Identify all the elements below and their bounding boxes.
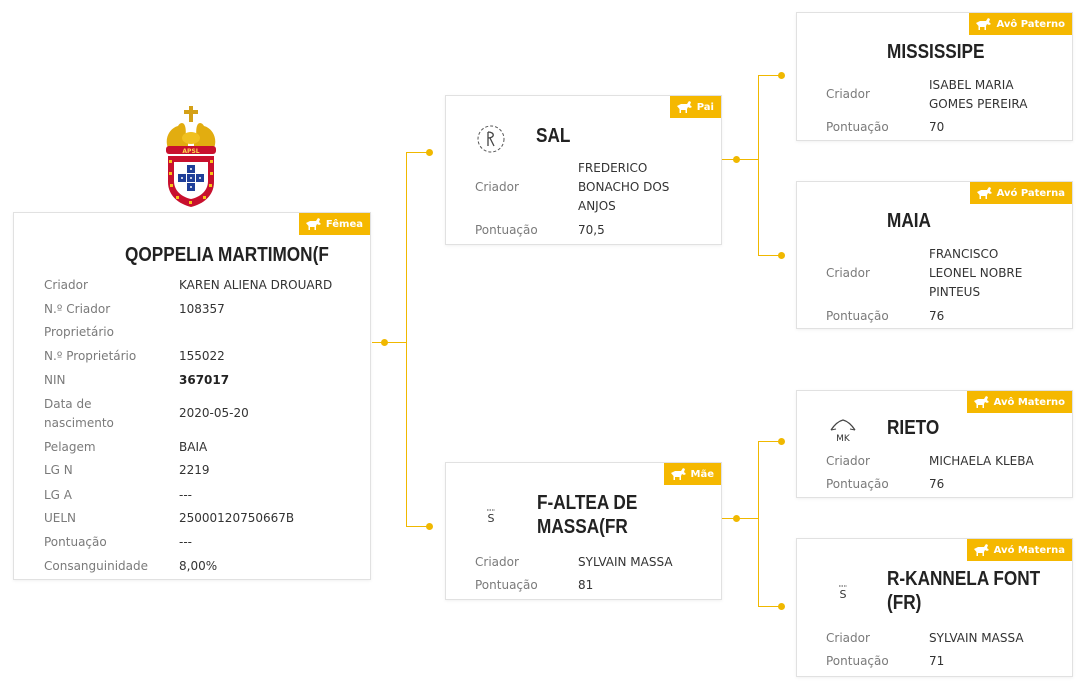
pontuacao-label: Pontuação (826, 477, 889, 491)
horse-icon (973, 396, 989, 408)
badge-label: Avô Paterno (996, 18, 1065, 30)
horse-name: F-ALTEA DE MASSA(FR (537, 492, 638, 538)
apsl-logo: APSL (160, 104, 222, 210)
info-value: --- (179, 535, 192, 549)
svg-text:MK: MK (836, 434, 851, 443)
horse-icon (670, 468, 686, 480)
info-value: 25000120750667B (179, 511, 295, 525)
info-value: BAIA (179, 440, 208, 454)
info-label: LG A (44, 488, 73, 502)
badge-label: Avô Materno (993, 396, 1065, 408)
horse-icon (976, 18, 992, 30)
info-value: KAREN ALIENA DROUARD (179, 278, 333, 292)
info-value: --- (179, 488, 192, 502)
svg-text:S: S (840, 588, 847, 601)
info-label: Consanguinidade (44, 559, 149, 573)
pontuacao-value: 76 (929, 309, 945, 323)
criador-value: FRANCISCO LEONEL NOBRE PINTEUS (929, 247, 1023, 299)
criador-value: MICHAELA KLEBA (929, 454, 1034, 468)
criador-label: Criador (475, 555, 519, 569)
pontuacao-label: Pontuação (826, 120, 889, 134)
criador-label: Criador (475, 180, 519, 194)
info-label: N.º Proprietário (44, 349, 137, 363)
info-label: Pontuação (44, 535, 107, 549)
badge-label: Avó Materna (993, 544, 1065, 556)
pontuacao-value: 71 (929, 654, 945, 668)
badge-femea: Fêmea (298, 213, 370, 235)
info-label: Pelagem (44, 440, 96, 454)
badge-label: Mãe (690, 468, 714, 480)
brand-mark-icon: MK (830, 419, 856, 443)
info-value: 8,00% (179, 559, 218, 573)
svg-text:S: S (488, 512, 495, 525)
info-value: 2219 (179, 463, 210, 477)
horse-name: SAL (536, 125, 571, 147)
pontuacao-label: Pontuação (475, 578, 538, 592)
info-label: Data de nascimento (44, 397, 114, 430)
pontuacao-value: 81 (578, 578, 594, 592)
father-card[interactable]: Pai SAL Criador FREDERICO BONACHO DOS AN… (445, 95, 722, 245)
horse-icon (676, 101, 692, 113)
badge-label: Fêmea (325, 218, 363, 230)
badge-avo-materno: Avô Materno (966, 391, 1072, 413)
info-value: 108357 (179, 302, 225, 316)
badge-avo-materna: Avó Materna (966, 539, 1072, 561)
paternal-grandfather-card[interactable]: Avô Paterno MISSISSIPE Criador ISABEL MA… (796, 12, 1073, 141)
criador-value: SYLVAIN MASSA (929, 631, 1024, 645)
pontuacao-value: 70 (929, 120, 945, 134)
horse-name: MISSISSIPE (887, 41, 985, 63)
mother-card[interactable]: Mãe S F-ALTEA DE MASSA(FR Criador SYLVAI… (445, 462, 722, 600)
horse-name: MAIA (887, 210, 931, 232)
info-label: Proprietário (44, 325, 114, 339)
criador-label: Criador (826, 87, 870, 101)
info-value: 367017 (179, 373, 230, 387)
criador-value: SYLVAIN MASSA (578, 555, 673, 569)
subject-card[interactable]: Fêmea QOPPELIA MARTIMON(F Criador KAREN … (13, 212, 371, 580)
criador-value: FREDERICO BONACHO DOS ANJOS (578, 161, 670, 213)
horse-icon (976, 187, 992, 199)
info-value: 2020-05-20 (179, 406, 249, 420)
info-label: UELN (44, 511, 77, 525)
criador-value: ISABEL MARIA GOMES PEREIRA (929, 78, 1028, 111)
paternal-grandmother-card[interactable]: Avó Paterna MAIA Criador FRANCISCO LEONE… (796, 181, 1073, 329)
brand-mark-icon: S (839, 585, 847, 601)
horse-name: QOPPELIA MARTIMON(F (125, 244, 329, 266)
pontuacao-value: 70,5 (578, 223, 605, 237)
info-label: NIN (44, 373, 66, 387)
info-label: LG N (44, 463, 73, 477)
brand-mark-icon: S (487, 509, 495, 525)
badge-mae: Mãe (663, 463, 721, 485)
badge-pai: Pai (669, 96, 721, 118)
badge-label: Avó Paterna (996, 187, 1065, 199)
apsl-coat-of-arms-icon: APSL (166, 106, 216, 207)
badge-avo-paterno: Avô Paterno (969, 13, 1072, 35)
horse-name: RIETO (887, 417, 940, 439)
info-label: Criador (44, 278, 88, 292)
info-label: N.º Criador (44, 302, 111, 316)
brand-mark-icon (477, 125, 505, 153)
pontuacao-label: Pontuação (826, 309, 889, 323)
pontuacao-label: Pontuação (475, 223, 538, 237)
criador-label: Criador (826, 631, 870, 645)
pontuacao-label: Pontuação (826, 654, 889, 668)
horse-icon (973, 544, 989, 556)
maternal-grandmother-card[interactable]: Avó Materna S R-KANNELA FONT (FR) Criado… (796, 538, 1073, 677)
badge-label: Pai (696, 101, 714, 113)
badge-avo-paterna: Avó Paterna (969, 182, 1072, 204)
pontuacao-value: 76 (929, 477, 945, 491)
info-value: 155022 (179, 349, 225, 363)
maternal-grandfather-card[interactable]: Avô Materno MK RIETO Criador MICHAELA KL… (796, 390, 1073, 498)
criador-label: Criador (826, 454, 870, 468)
criador-label: Criador (826, 266, 870, 280)
horse-name: R-KANNELA FONT (FR) (887, 568, 1041, 614)
horse-icon (305, 218, 321, 230)
apsl-logo-text: APSL (182, 148, 199, 155)
